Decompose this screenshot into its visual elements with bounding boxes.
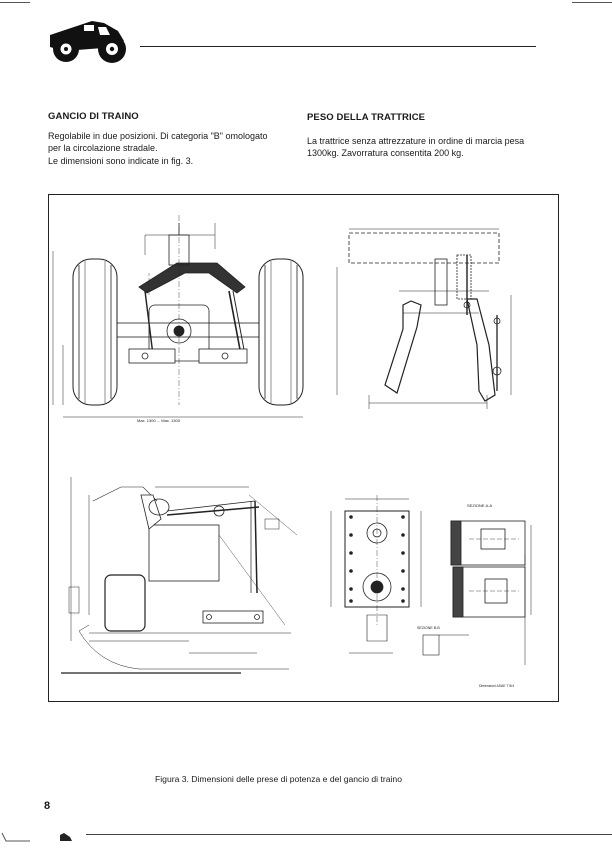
section-title-gancio: GANCIO DI TRAINO xyxy=(48,111,139,122)
header-rule xyxy=(140,46,536,47)
section-bb-label: SEZIONE B-B xyxy=(417,626,440,630)
lateral-view-drawing xyxy=(61,477,298,674)
footer-rule xyxy=(86,834,612,835)
text-line: Le dimensioni sono indicate in fig. 3. xyxy=(48,155,194,166)
technical-drawing-frame: Max. 1300 ... Max. 1300 xyxy=(48,194,559,702)
section-aa-label: SEZIONE A-A xyxy=(467,503,492,508)
scan-edge-mark xyxy=(0,2,30,3)
hitch-side-view-drawing xyxy=(336,228,512,409)
technical-drawing: Max. 1300 ... Max. 1300 xyxy=(52,215,532,688)
dimension-label: Max. 1300 ... Max. 1300 xyxy=(137,418,181,423)
pto-flange-drawing xyxy=(330,495,422,654)
page-number: 8 xyxy=(44,800,51,812)
scan-edge-mark xyxy=(572,2,612,3)
text-line: 1300kg. Zavorratura consentita 200 kg. xyxy=(307,148,464,159)
section-text-gancio: Regolabile in due posizioni. Di categori… xyxy=(48,130,296,167)
text-line: per la circolazione stradale. xyxy=(48,143,158,154)
text-line: La trattrice senza attrezzature in ordin… xyxy=(307,136,525,146)
rear-view-drawing: Max. 1300 ... Max. 1300 xyxy=(52,215,304,423)
drawing-code-label: Dimensioni ASAE T 8/4 xyxy=(479,684,514,688)
figure-caption: Figura 3. Dimensioni delle prese di pote… xyxy=(155,774,402,784)
scan-edge-mark xyxy=(0,830,80,842)
section-text-peso: La trattrice senza attrezzature in ordin… xyxy=(307,135,547,160)
section-title-peso: PESO DELLA TRATTRICE xyxy=(307,112,426,123)
section-drawings: SEZIONE A-A SEZIONE B-B Dimensioni ASAE … xyxy=(417,503,532,688)
tractor-logo-icon xyxy=(44,17,136,70)
text-line: Regolabile in due posizioni. Di categori… xyxy=(48,131,268,141)
